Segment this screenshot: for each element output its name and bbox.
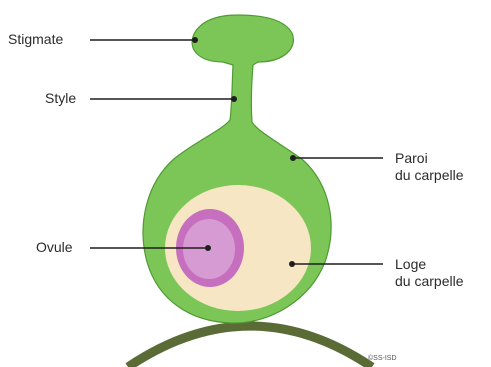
locule-point	[289, 261, 295, 267]
locule-label-line1: Loge	[395, 256, 464, 273]
stigma-label: Stigmate	[8, 31, 63, 48]
wall-label-line2: du carpelle	[395, 167, 464, 184]
ovule-point	[205, 245, 211, 251]
locule-label-line2: du carpelle	[395, 273, 464, 290]
wall-point	[290, 155, 296, 161]
style-point	[231, 96, 237, 102]
locule-label: Loge du carpelle	[395, 256, 464, 290]
wall-label-line1: Paroi	[395, 150, 464, 167]
style-label: Style	[45, 90, 76, 107]
image-credit: ©SS-ISD	[368, 355, 397, 362]
receptacle-arc	[128, 326, 372, 367]
wall-label: Paroi du carpelle	[395, 150, 464, 184]
stigma-point	[192, 37, 198, 43]
ovule-label: Ovule	[36, 239, 73, 256]
